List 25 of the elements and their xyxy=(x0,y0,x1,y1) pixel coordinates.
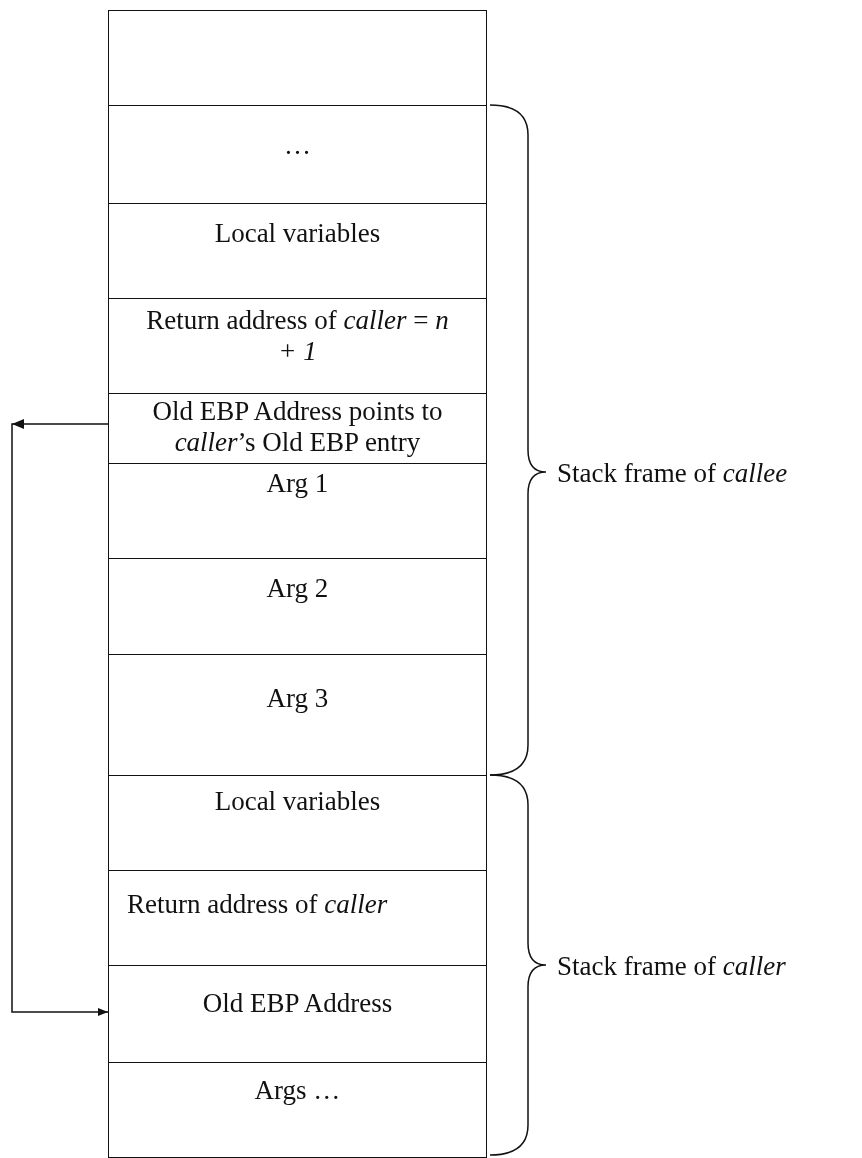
cell-text: Arg 3 xyxy=(266,683,329,714)
stack-cell xyxy=(108,558,487,656)
cell-text: Return address of caller xyxy=(127,889,388,920)
stack-cell xyxy=(108,775,487,872)
cell-text: Old EBP Address xyxy=(202,988,393,1019)
cell-text: Old EBP Address points to caller’s Old EBP entry xyxy=(151,396,444,458)
cell-text: Return address of caller = n + 1 xyxy=(145,305,450,367)
cell-text: Arg 2 xyxy=(266,573,329,604)
stack-cell xyxy=(108,654,487,777)
cell-text: … xyxy=(284,130,311,161)
stack-cell xyxy=(108,870,487,967)
stack-cell xyxy=(108,105,487,205)
stack-cell xyxy=(108,203,487,300)
cell-text: Arg 1 xyxy=(266,468,329,499)
cell-text: Local variables xyxy=(214,786,381,817)
cell-text: Args … xyxy=(254,1075,341,1106)
cell-text: Local variables xyxy=(214,218,381,249)
stack-cell xyxy=(108,393,487,465)
frame-label: Stack frame of caller xyxy=(557,951,786,982)
stack-cell xyxy=(108,1062,487,1158)
empty-stack-cell xyxy=(108,10,487,107)
stack-cell xyxy=(108,463,487,560)
frame-label: Stack frame of callee xyxy=(557,458,788,489)
stack-cell xyxy=(108,298,487,395)
stack-cell xyxy=(108,965,487,1064)
